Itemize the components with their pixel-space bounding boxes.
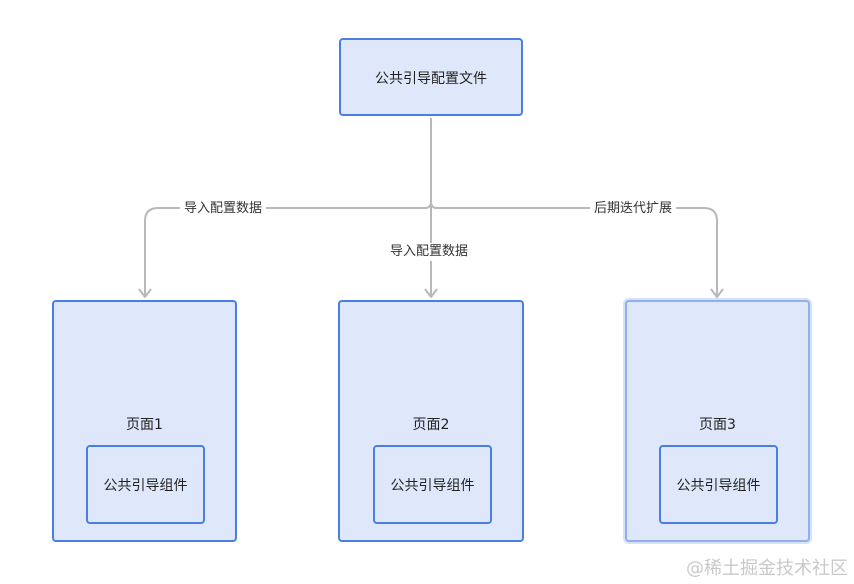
page-title-3: 页面3 — [699, 417, 736, 433]
edge-label-center: 导入配置数据 — [386, 243, 473, 261]
page-component-label-3: 公共引导组件 — [676, 478, 761, 494]
edge-label-right: 后期迭代扩展 — [590, 200, 677, 218]
edge-label-left: 导入配置数据 — [180, 200, 267, 218]
page-component-2: 公共引导组件 — [373, 445, 492, 524]
page-component-label-1: 公共引导组件 — [103, 478, 188, 494]
page-node-1: 页面1 公共引导组件 — [52, 300, 237, 542]
page-component-3: 公共引导组件 — [659, 445, 778, 524]
page-title-1: 页面1 — [126, 417, 163, 433]
page-title-2: 页面2 — [412, 417, 450, 433]
arrowhead-page2 — [424, 288, 438, 298]
page-component-1: 公共引导组件 — [86, 445, 205, 524]
edge-to-page3 — [430, 201, 718, 296]
arrowhead-page1 — [138, 288, 152, 298]
watermark: @稀土掘金技术社区 — [686, 558, 848, 579]
page-component-label-2: 公共引导组件 — [390, 478, 475, 494]
arrowhead-page3 — [710, 288, 724, 298]
page-node-2: 页面2 公共引导组件 — [338, 300, 524, 542]
root-config-node: 公共引导配置文件 — [339, 38, 523, 116]
page-node-3: 页面3 公共引导组件 — [625, 300, 810, 542]
root-config-label: 公共引导配置文件 — [375, 71, 487, 87]
